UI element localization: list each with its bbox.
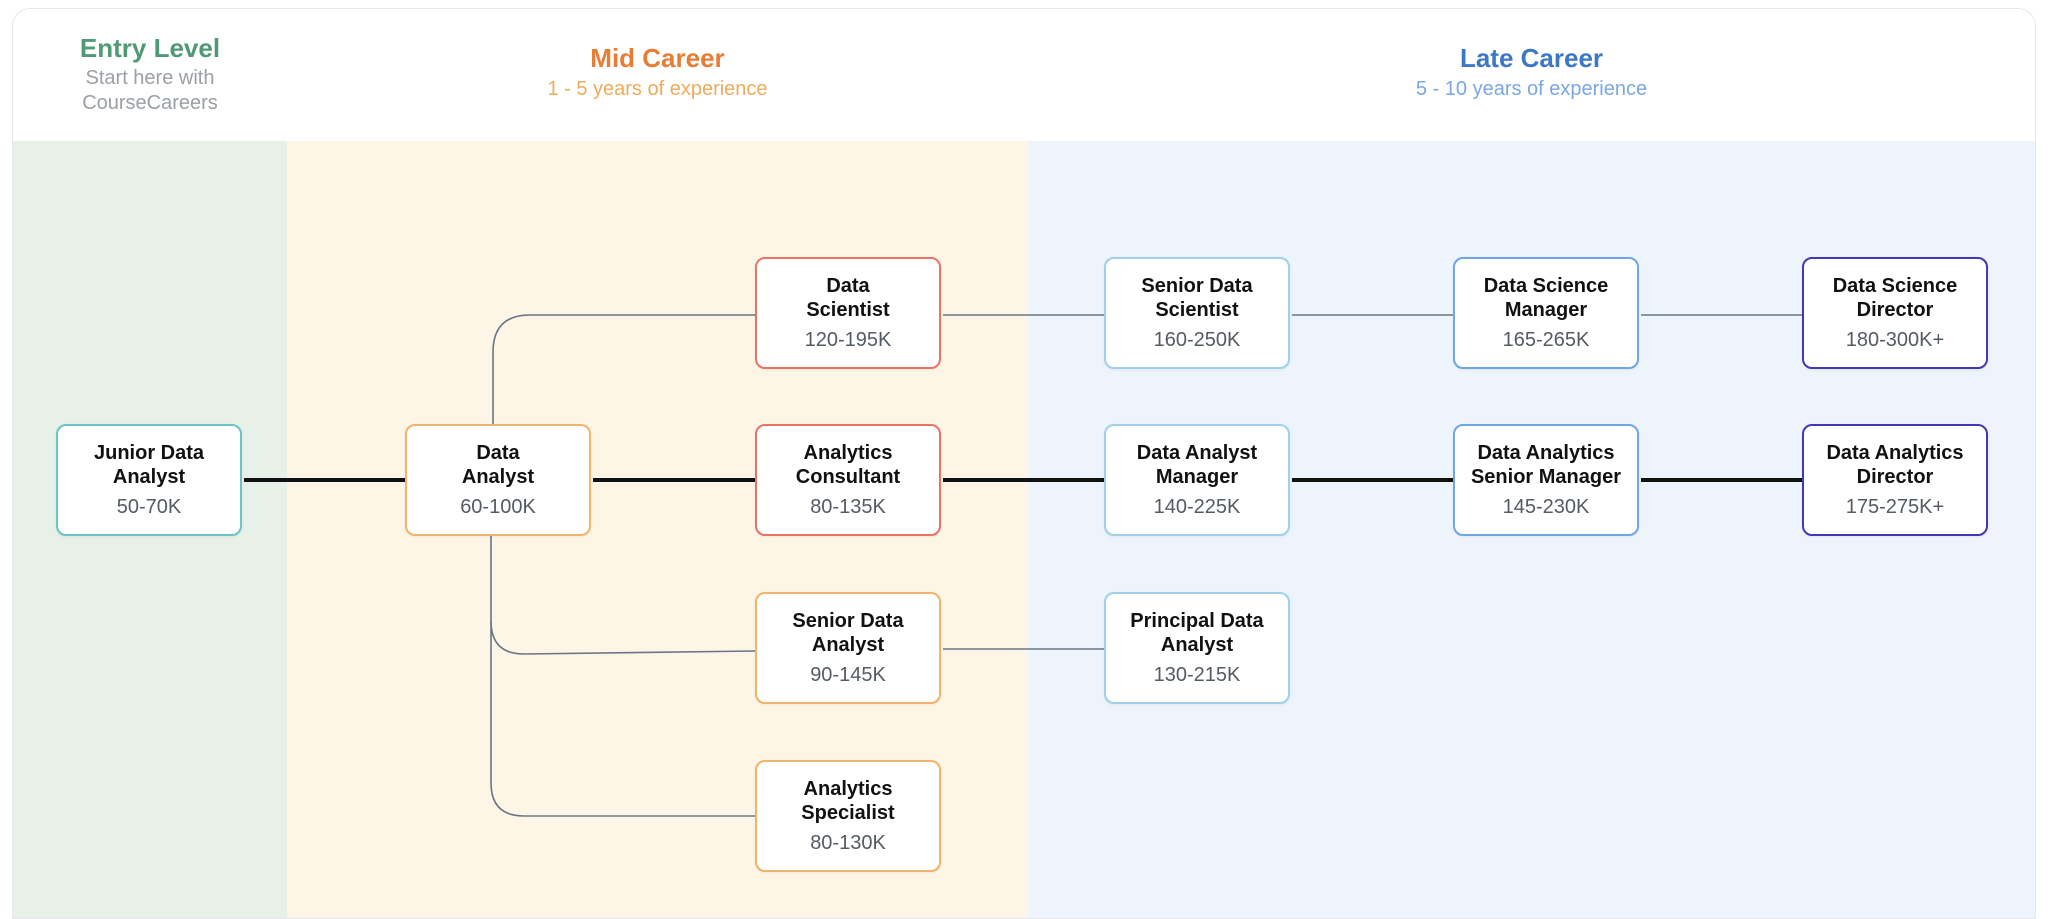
node-title: Junior Data Analyst <box>93 442 205 488</box>
node-salary: 130-215K <box>1153 664 1241 686</box>
node-data-science-director: Data Science Director 180-300K+ <box>1802 257 1988 369</box>
entry-level-header: Entry Level Start here with CourseCareer… <box>13 9 287 165</box>
edge-data-analyst-to-analytics-specialist <box>490 621 755 817</box>
node-title: Data Analyst <box>461 442 535 488</box>
late-career-subtitle: 5 - 10 years of experience <box>1415 78 1648 100</box>
node-salary: 60-100K <box>460 496 536 518</box>
entry-level-subtitle-line2: CourseCareers <box>82 92 218 114</box>
entry-level-subtitle-line1: Start here with <box>85 67 215 89</box>
node-data-analyst-manager: Data Analyst Manager 140-225K <box>1104 424 1290 536</box>
node-senior-data-scientist: Senior Data Scientist 160-250K <box>1104 257 1290 369</box>
entry-level-subtitle: Start here with CourseCareers <box>13 66 287 116</box>
node-senior-data-analyst: Senior Data Analyst 90-145K <box>755 592 941 704</box>
node-title: Data Analytics Senior Manager <box>1470 442 1622 488</box>
node-salary: 50-70K <box>116 496 182 518</box>
node-title: Principal Data Analyst <box>1130 610 1264 656</box>
node-analytics-consultant: Analytics Consultant 80-135K <box>755 424 941 536</box>
node-salary: 140-225K <box>1153 496 1241 518</box>
node-title: Senior Data Analyst <box>792 610 904 656</box>
node-data-analytics-director: Data Analytics Director 175-275K+ <box>1802 424 1988 536</box>
node-salary: 90-145K <box>810 664 886 686</box>
node-data-science-manager: Data Science Manager 165-265K <box>1453 257 1639 369</box>
node-title: Data Science Manager <box>1483 275 1609 321</box>
node-title: Analytics Consultant <box>795 442 901 488</box>
node-salary: 165-265K <box>1502 329 1590 351</box>
connector-lines <box>244 314 1802 817</box>
late-career-title: Late Career <box>1459 43 1604 73</box>
mid-career-subtitle: 1 - 5 years of experience <box>547 78 768 100</box>
node-title: Analytics Specialist <box>801 778 895 824</box>
node-data-analyst: Data Analyst 60-100K <box>405 424 591 536</box>
node-principal-data-analyst: Principal Data Analyst 130-215K <box>1104 592 1290 704</box>
career-path-diagram: Entry Level Start here with CourseCareer… <box>12 8 2036 919</box>
node-title: Senior Data Scientist <box>1141 275 1253 321</box>
node-salary: 80-135K <box>810 496 886 518</box>
node-salary: 145-230K <box>1502 496 1590 518</box>
node-title: Data Scientist <box>806 275 890 321</box>
node-data-scientist: Data Scientist 120-195K <box>755 257 941 369</box>
node-junior-data-analyst: Junior Data Analyst 50-70K <box>56 424 242 536</box>
node-salary: 80-130K <box>810 832 886 854</box>
entry-level-title: Entry Level <box>79 33 221 63</box>
node-salary: 180-300K+ <box>1845 329 1945 351</box>
node-title: Data Analytics Director <box>1826 442 1964 488</box>
node-salary: 175-275K+ <box>1845 496 1945 518</box>
late-career-header: Late Career 5 - 10 years of experience <box>1028 9 2035 175</box>
node-data-analytics-senior-manager: Data Analytics Senior Manager 145-230K <box>1453 424 1639 536</box>
node-title: Data Science Director <box>1832 275 1958 321</box>
mid-career-title: Mid Career <box>590 43 725 73</box>
branch-lines <box>490 314 1802 817</box>
edge-data-analyst-to-senior-data-analyst <box>490 536 756 655</box>
mid-career-header: Mid Career 1 - 5 years of experience <box>287 9 1028 175</box>
node-analytics-specialist: Analytics Specialist 80-130K <box>755 760 941 872</box>
node-salary: 160-250K <box>1153 329 1241 351</box>
node-salary: 120-195K <box>804 329 892 351</box>
node-title: Data Analyst Manager <box>1136 442 1258 488</box>
edge-data-analyst-to-data-scientist <box>492 314 755 424</box>
